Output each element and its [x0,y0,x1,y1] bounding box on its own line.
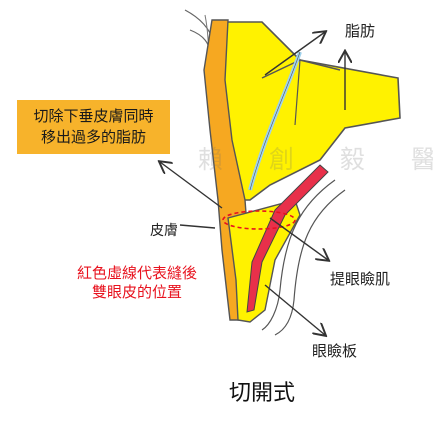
crease-note-line-2: 雙眼皮的位置 [91,283,182,301]
tarsus-body [227,199,301,323]
contour-line [274,189,346,336]
arrow-levator [269,217,328,260]
fat-label: 脂肪 [345,22,376,40]
arrow-callout [160,162,223,209]
crease-note: 紅色虛線代表縫後 雙眼皮的位置 [62,264,212,302]
contour-line [261,179,336,331]
crease-dashed-ellipse [222,210,296,230]
fat-septum [294,59,301,126]
crease-note-line-1: 紅色虛線代表縫後 [76,264,197,282]
watermark: 賴 創 毅 醫 師 [198,145,433,174]
callout-box: 切除下垂皮膚同時 移出過多的脂肪 [17,100,170,154]
diagram-title: 切開式 [229,381,296,406]
levator-label: 提眼瞼肌 [330,270,391,288]
tarsus-label: 眼瞼板 [312,342,358,360]
callout-line-1: 切除下垂皮膚同時 [33,107,154,125]
membrane-line [249,51,301,191]
arrow-skin [179,224,216,229]
arrow-tarsus [264,284,325,335]
skin-label: 皮膚 [150,223,178,239]
levator-muscle [246,164,329,313]
arrow-fat-right [264,32,325,76]
callout-line-2: 移出過多的脂肪 [40,128,146,146]
